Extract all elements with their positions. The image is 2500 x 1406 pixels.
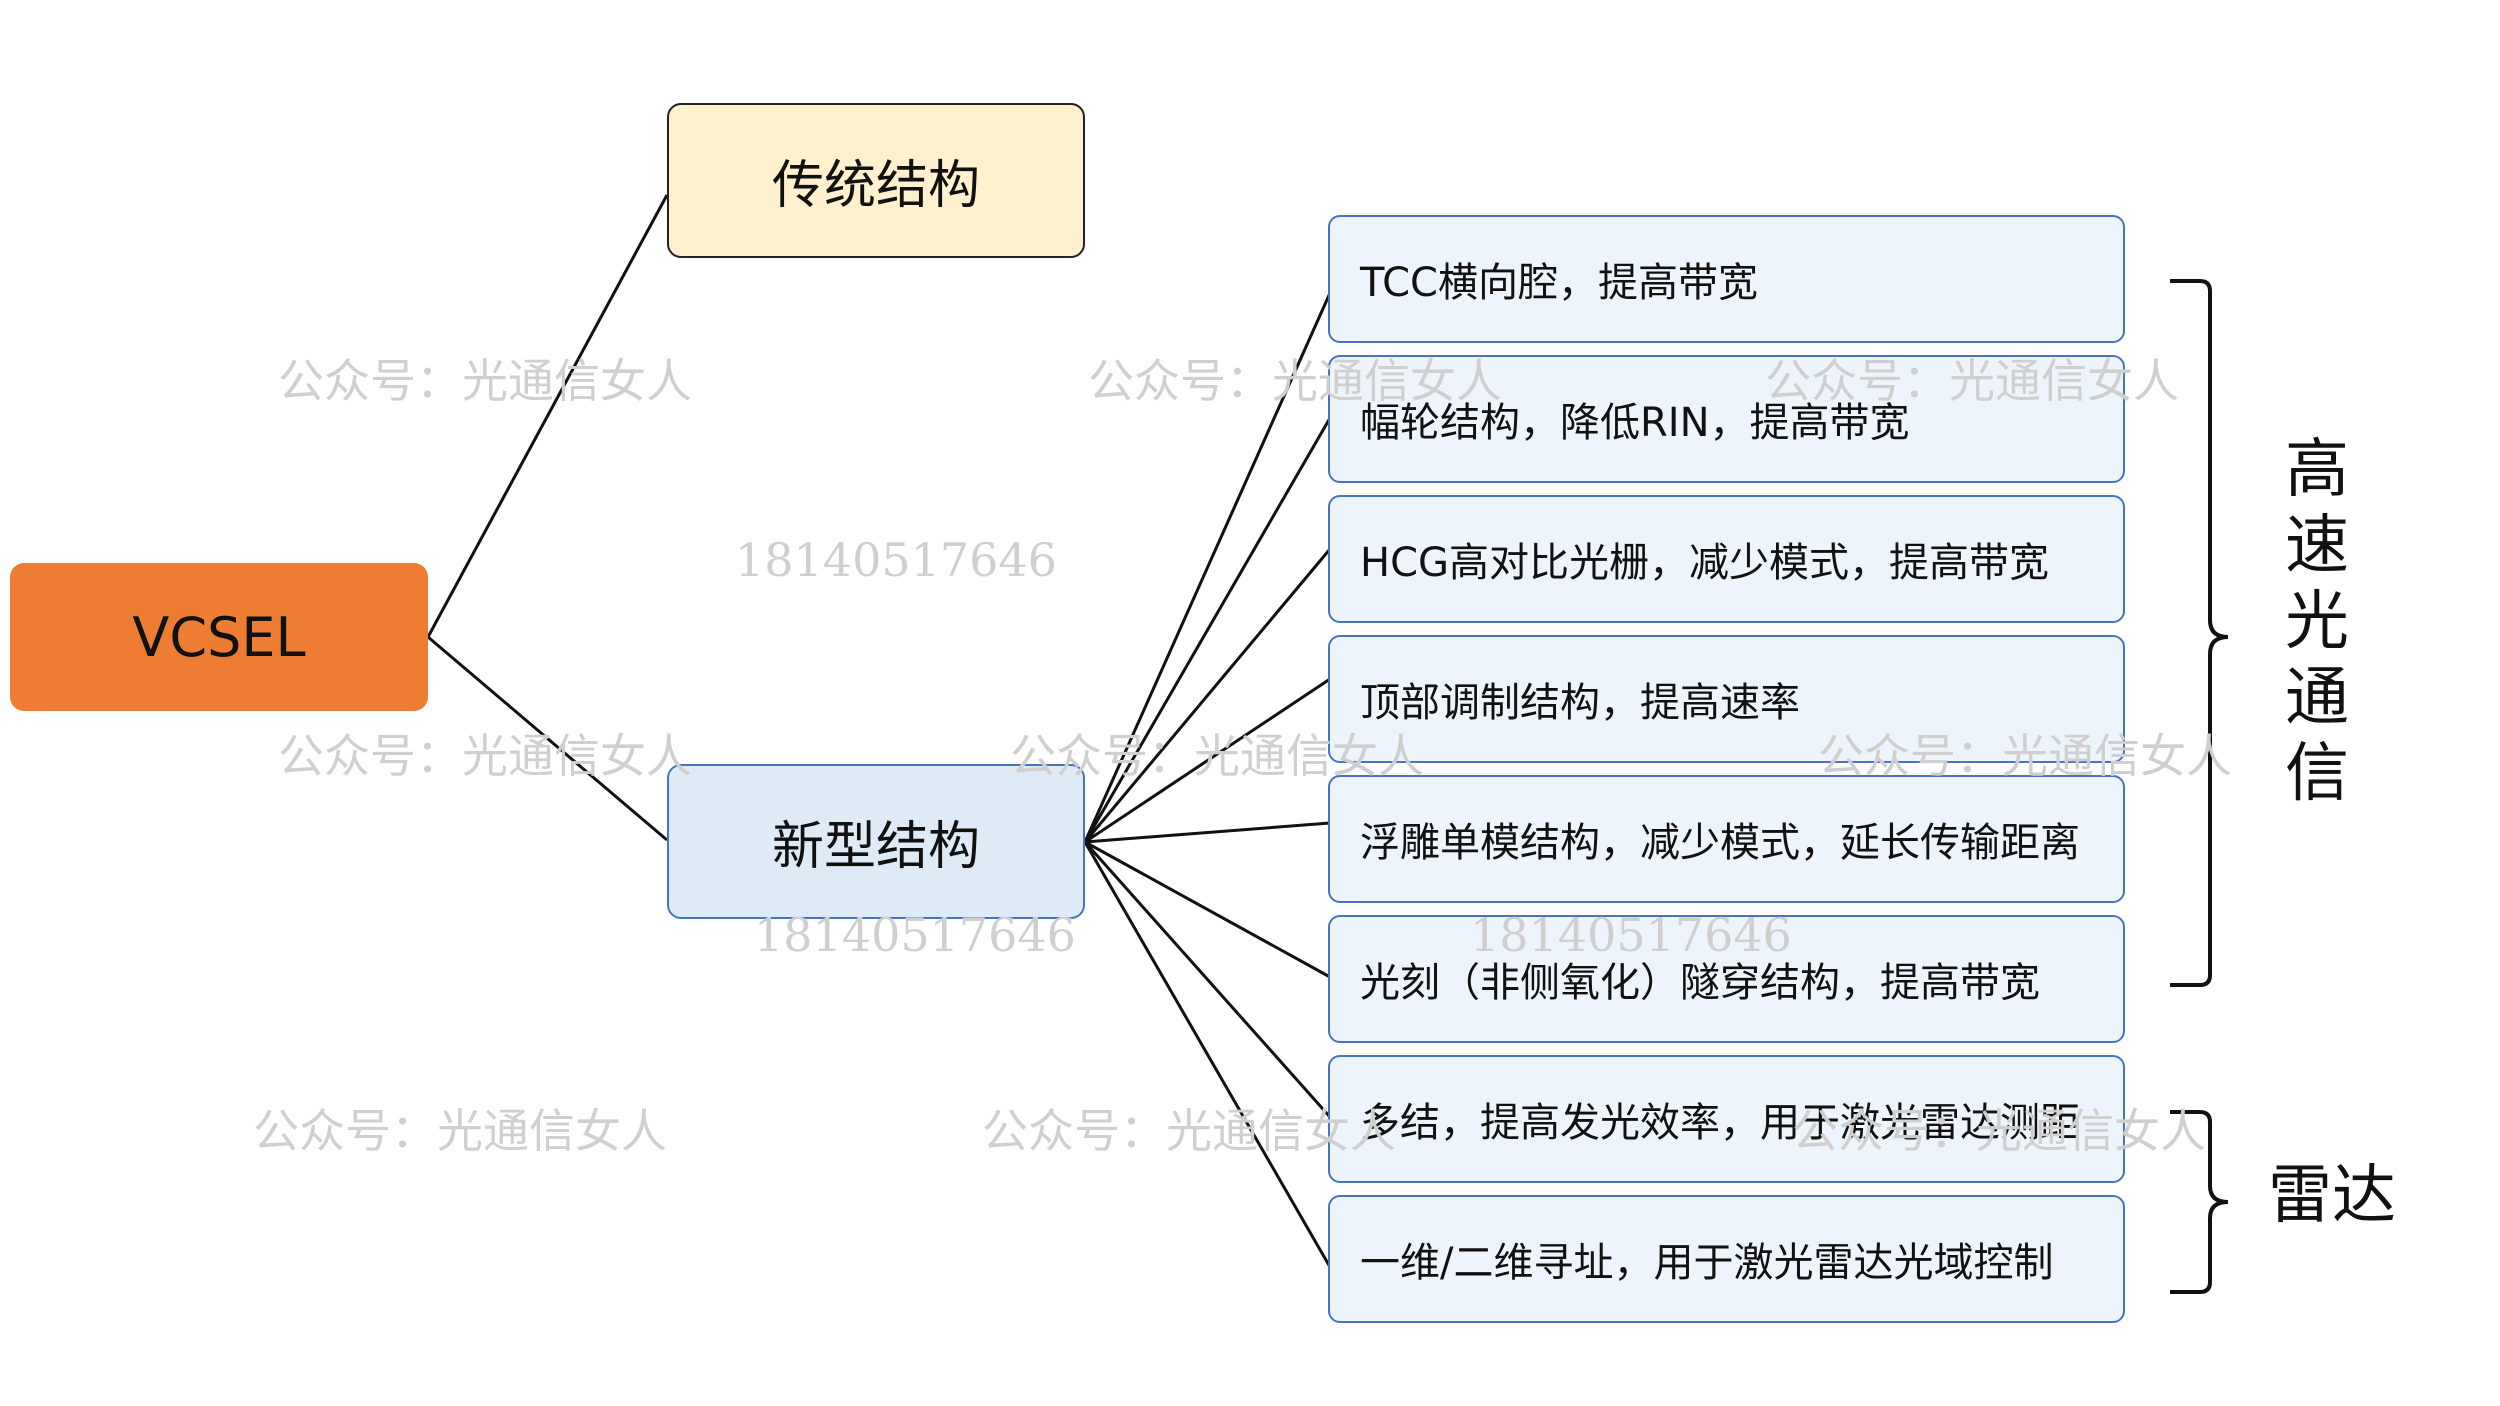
leaf-node[interactable]: 幅轮结构，降低RIN，提高带宽 xyxy=(1328,355,2125,483)
leaf-label: 光刻（非侧氧化）隧穿结构，提高带宽 xyxy=(1360,960,2040,1006)
connector-new-leaf xyxy=(1083,841,1332,1118)
category-radar: 雷达 xyxy=(2268,1159,2396,1233)
connector-new-leaf xyxy=(1083,841,1332,1268)
root-label: VCSEL xyxy=(132,605,306,669)
leaf-node[interactable]: TCC横向腔，提高带宽 xyxy=(1328,215,2125,343)
connector-new-leaf xyxy=(1084,840,1331,979)
connector-new-leaf xyxy=(1083,292,1332,843)
connector-new-leaf xyxy=(1084,821,1331,844)
connector-new-leaf xyxy=(1083,548,1332,843)
leaf-node[interactable]: 浮雕单模结构，减少模式，延长传输距离 xyxy=(1328,775,2125,903)
category-char: 速 xyxy=(2285,509,2349,583)
leaf-label: TCC横向腔，提高带宽 xyxy=(1360,260,1758,306)
category-char: 通 xyxy=(2285,661,2349,735)
connectors-new-to-leaves xyxy=(1083,292,1332,1268)
leaf-label: 多结，提高发光效率，用于激光雷达测距 xyxy=(1360,1100,2080,1146)
leaf-node[interactable]: 一维/二维寻址，用于激光雷达光域控制 xyxy=(1328,1195,2125,1323)
leaf-label: 幅轮结构，降低RIN，提高带宽 xyxy=(1360,400,1910,446)
leaf-node[interactable]: 光刻（非侧氧化）隧穿结构，提高带宽 xyxy=(1328,915,2125,1043)
leaf-node[interactable]: 多结，提高发光效率，用于激光雷达测距 xyxy=(1328,1055,2125,1183)
branch-traditional[interactable]: 传统结构 xyxy=(667,103,1085,258)
connector-new-leaf xyxy=(1084,677,1331,844)
category-char: 光 xyxy=(2285,585,2349,659)
branch-traditional-label: 传统结构 xyxy=(771,156,980,216)
category-char: 信 xyxy=(2285,737,2349,811)
leaf-node[interactable]: HCG高对比光栅，减少模式，提高带宽 xyxy=(1328,495,2125,623)
brace-high-speed xyxy=(2170,279,2229,987)
category-high-speed-optical-comm: 高 速 光 通 信 xyxy=(2282,438,2352,818)
leaf-label: 浮雕单模结构，减少模式，延长传输距离 xyxy=(1360,820,2080,866)
leaf-label: 顶部调制结构，提高速率 xyxy=(1360,680,1800,726)
branch-new[interactable]: 新型结构 xyxy=(667,764,1085,919)
leaf-node[interactable]: 顶部调制结构，提高速率 xyxy=(1328,635,2125,763)
connector-new-leaf xyxy=(1083,417,1332,843)
root-node-vcsel[interactable]: VCSEL xyxy=(10,563,428,711)
leaf-label: HCG高对比光栅，减少模式，提高带宽 xyxy=(1360,540,2050,586)
branch-new-label: 新型结构 xyxy=(771,817,980,877)
leaf-label: 一维/二维寻址，用于激光雷达光域控制 xyxy=(1360,1240,2054,1286)
category-char: 高 xyxy=(2285,433,2349,507)
connector-root-new xyxy=(427,635,668,842)
connector-root-traditional xyxy=(426,194,669,638)
brace-radar xyxy=(2170,1110,2229,1294)
